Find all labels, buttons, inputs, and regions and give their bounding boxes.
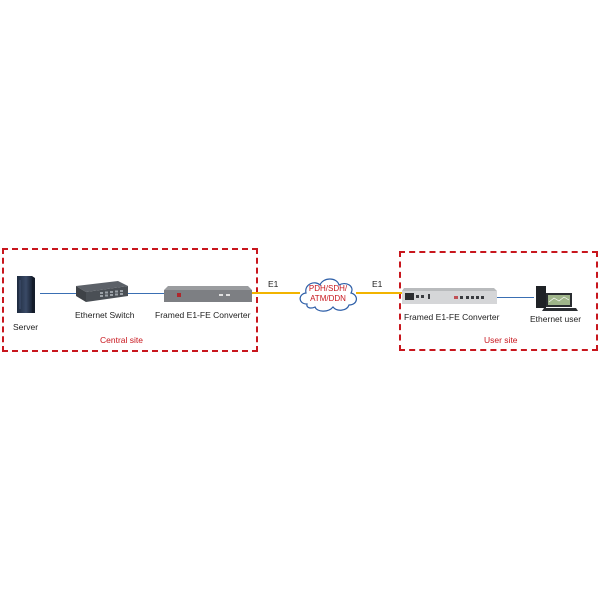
- ethernet-user-icon: [536, 286, 578, 311]
- user-site-label: User site: [484, 335, 518, 345]
- e1-right-label: E1: [372, 279, 383, 289]
- e1-left-label: E1: [268, 279, 279, 289]
- user-converter-icon: [402, 288, 497, 304]
- central-converter-icon: [164, 286, 252, 302]
- ethernet-switch-label: Ethernet Switch: [75, 310, 135, 320]
- link-server-switch: [40, 293, 76, 294]
- network-cloud-label: PDH/SDH/ ATM/DDN: [298, 284, 358, 304]
- central-converter-label: Framed E1-FE Converter: [155, 310, 251, 320]
- network-cloud-icon: [299, 278, 357, 312]
- link-switch-converter: [127, 293, 167, 294]
- link-e1-right: [356, 292, 404, 294]
- ethernet-switch-icon: [76, 281, 128, 302]
- network-line-1: PDH/SDH/: [308, 284, 348, 293]
- link-e1-left: [252, 292, 300, 294]
- user-site-box: [399, 251, 598, 351]
- link-converter-user: [496, 297, 534, 298]
- server-icon: [17, 276, 35, 313]
- ethernet-user-label: Ethernet user: [530, 314, 582, 324]
- central-site-label: Central site: [100, 335, 143, 345]
- user-converter-label: Framed E1-FE Converter: [404, 312, 500, 322]
- central-site-box: [2, 248, 258, 352]
- server-label: Server: [13, 322, 39, 332]
- network-line-2: ATM/DDN: [310, 294, 346, 303]
